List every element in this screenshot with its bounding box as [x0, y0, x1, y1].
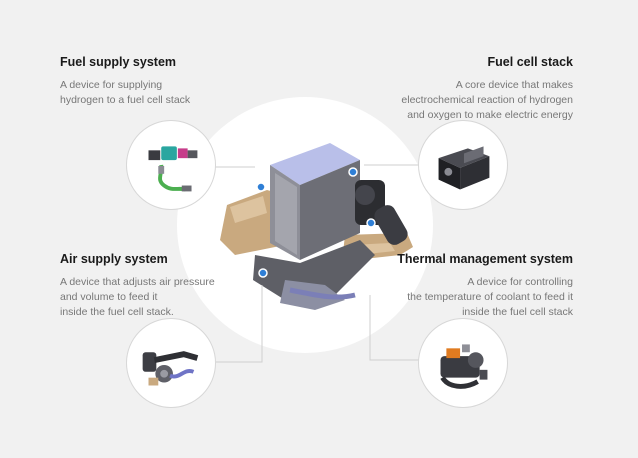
thermal-management-description: A device for controlling the temperature… [378, 275, 573, 320]
air-supply-component-icon [142, 351, 199, 386]
air-supply-title: Air supply system [60, 252, 168, 266]
fuel-cell-stack-description: A core device that makes electrochemical… [378, 78, 573, 123]
fuel-supply-desc-line: hydrogen to a fuel cell stack [60, 94, 191, 106]
air-supply-desc-line: and volume to feed it [60, 291, 158, 303]
fuel-supply-title: Fuel supply system [60, 55, 177, 69]
fuel-supply-component-icon [148, 146, 198, 192]
fuel-supply-label: Fuel supply system A device for supplyin… [60, 55, 260, 108]
fuel-cell-stack-desc-line: A core device that makes [455, 79, 573, 91]
fuel-cell-stack-desc-line: electrochemical reaction of hydrogen [401, 94, 573, 106]
fuel-supply-thumbnail [126, 120, 216, 210]
air-supply-description: A device that adjusts air pressure and v… [60, 275, 260, 320]
fuel-cell-stack-thumbnail [418, 120, 508, 210]
air-supply-desc-line: A device that adjusts air pressure [60, 276, 215, 288]
fuel-cell-stack-component-icon [438, 146, 490, 190]
fuel-cell-stack-desc-line: and oxygen to make electric energy [407, 109, 573, 121]
thermal-management-thumbnail [418, 318, 508, 408]
air-supply-desc-line: inside the fuel cell stack. [60, 306, 174, 318]
air-supply-thumbnail [126, 318, 216, 408]
thermal-management-desc-line: A device for controlling [467, 276, 573, 288]
fuel-cell-stack-title: Fuel cell stack [487, 55, 573, 69]
thermal-management-component-icon [440, 344, 488, 389]
air-supply-label: Air supply system A device that adjusts … [60, 252, 260, 320]
fuel-supply-desc-line: A device for supplying [60, 79, 163, 91]
thermal-management-label: Thermal management system A device for c… [378, 252, 573, 320]
thermal-management-desc-line: inside the fuel cell stack [462, 306, 573, 318]
fuel-cell-stack-label: Fuel cell stack A core device that makes… [378, 55, 573, 123]
fuel-supply-description: A device for supplying hydrogen to a fue… [60, 78, 260, 108]
thermal-management-desc-line: the temperature of coolant to feed it [407, 291, 573, 303]
thermal-management-title: Thermal management system [397, 252, 573, 266]
